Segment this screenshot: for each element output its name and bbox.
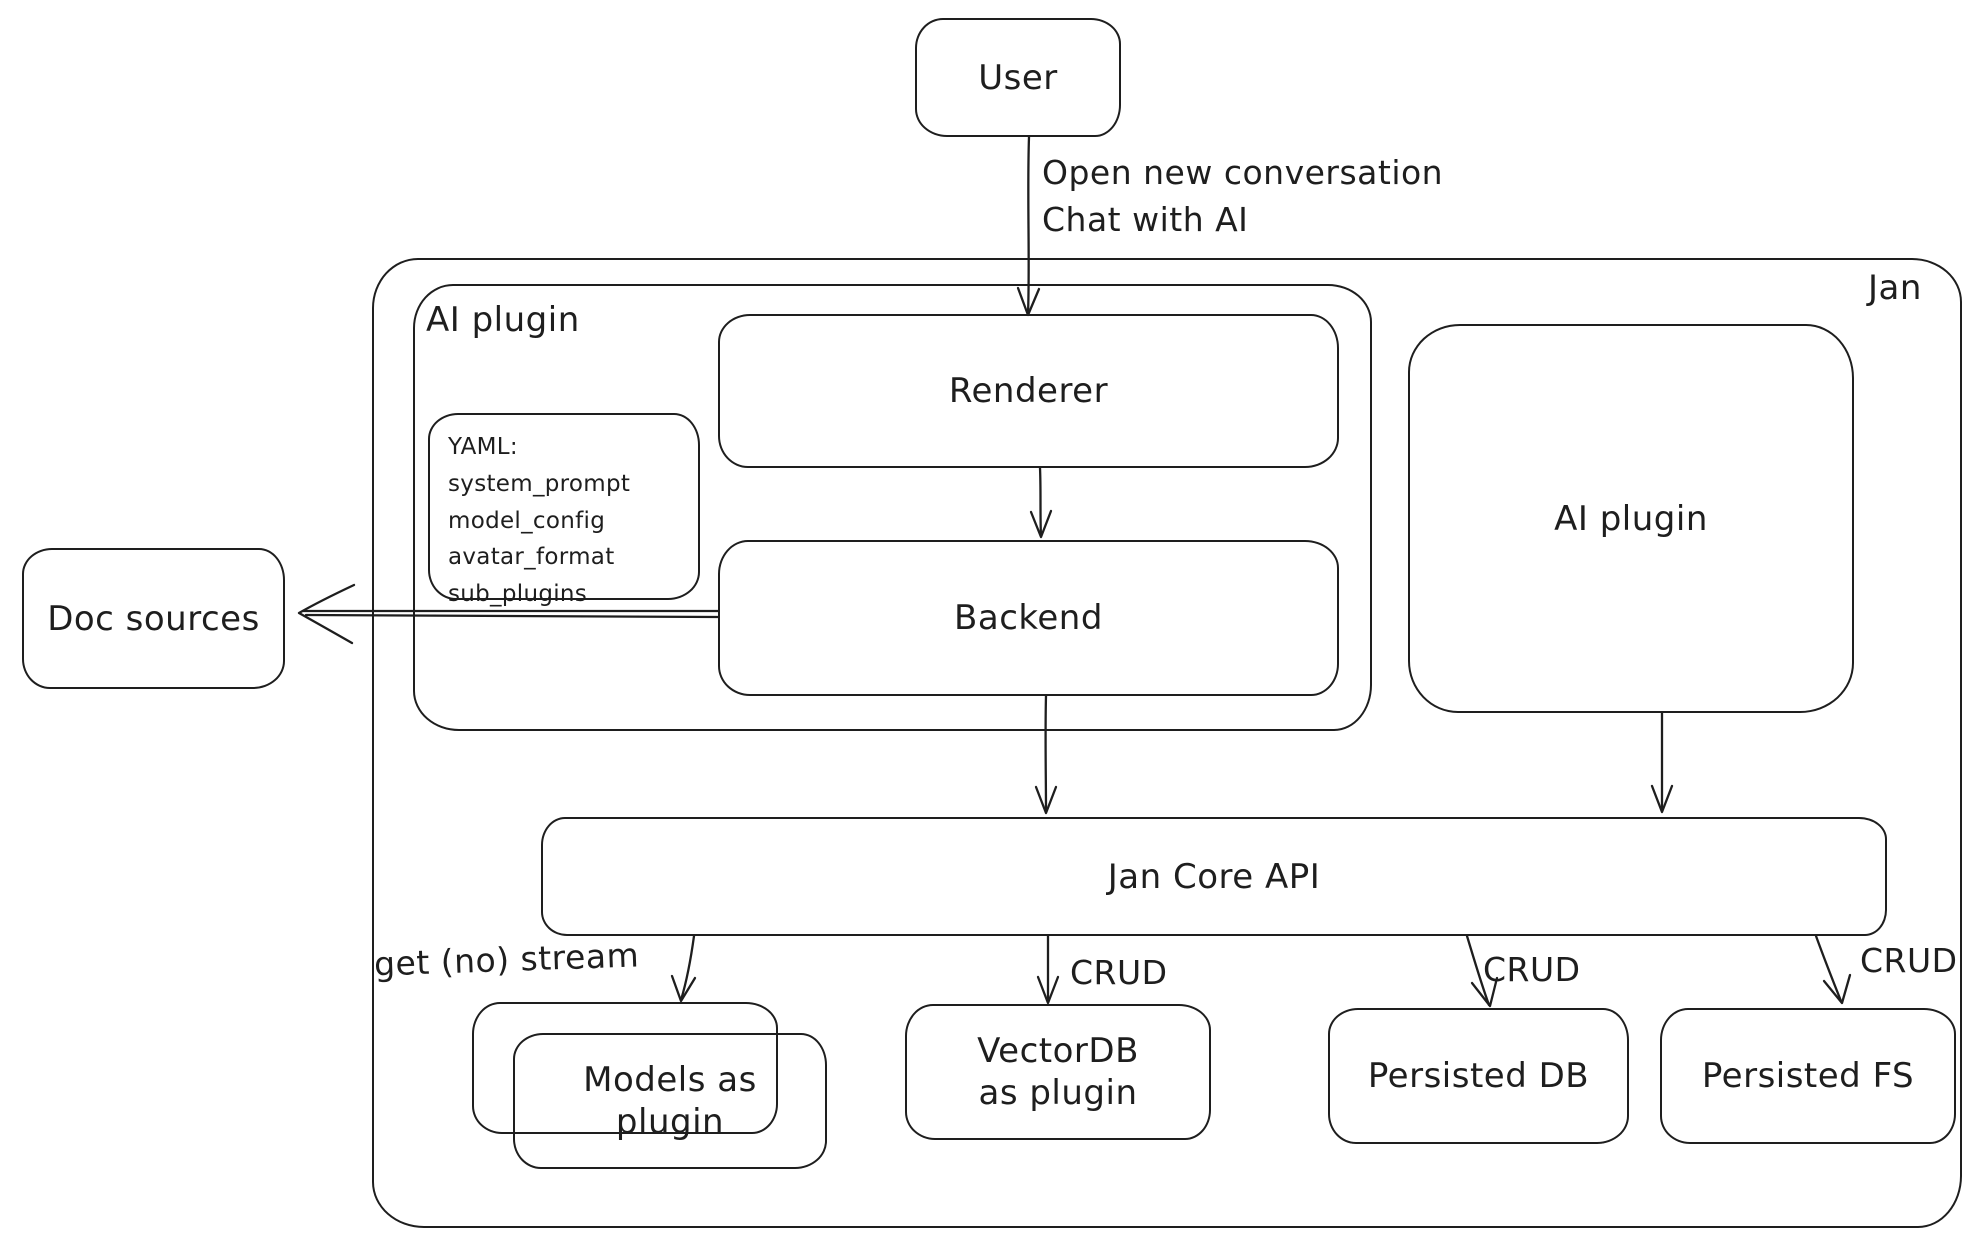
vectordb-plugin-node: VectorDB as plugin	[905, 1004, 1211, 1140]
edge-label-crud-persisted-fs: CRUD	[1860, 941, 1958, 980]
arrowhead-backend-to-docsources	[297, 583, 356, 645]
ai-plugin-right-node: AI plugin	[1408, 324, 1854, 713]
backend-node: Backend	[718, 540, 1339, 696]
user-node-label: User	[978, 57, 1058, 98]
arrowhead-core-to-models	[670, 974, 697, 1003]
jan-container-label: Jan	[1868, 268, 1922, 308]
edge-core-to-models	[679, 934, 696, 1002]
persisted-db-node-label: Persisted DB	[1367, 1056, 1590, 1096]
edge-core-to-persisteddb	[1465, 934, 1491, 1007]
ai-plugin-right-node-label: AI plugin	[1554, 498, 1708, 539]
edge-renderer-to-backend	[1038, 466, 1043, 538]
models-plugin-node-back	[472, 1002, 778, 1134]
edge-label-crud-vectordb: CRUD	[1070, 953, 1168, 992]
doc-sources-node-label: Doc sources	[47, 598, 260, 639]
arrowhead-backend-to-core	[1034, 785, 1058, 815]
renderer-node-label: Renderer	[948, 371, 1109, 411]
vectordb-plugin-node-label: VectorDB as plugin	[977, 1030, 1139, 1114]
jan-core-api-node-label: Jan Core API	[1107, 856, 1321, 897]
user-node: User	[915, 18, 1121, 137]
models-plugin-node-label: Models as plugin	[583, 1059, 757, 1143]
arrowhead-core-to-persistedfs	[1822, 973, 1852, 1005]
models-plugin-node: Models as plugin	[513, 1033, 827, 1169]
jan-container	[372, 258, 1962, 1228]
arrowhead-core-to-vectordb	[1036, 975, 1060, 1005]
edge-backend-to-docsources-2	[304, 613, 720, 619]
renderer-node: Renderer	[718, 314, 1339, 468]
ai-plugin-group-container	[413, 284, 1372, 731]
arrowhead-aiplugin-to-core	[1650, 784, 1674, 814]
doc-sources-node: Doc sources	[22, 548, 285, 689]
ai-plugin-group-label: AI plugin	[426, 300, 580, 340]
yaml-note: YAML: system_prompt model_config avatar_…	[428, 413, 700, 607]
arrowhead-renderer-to-backend	[1029, 509, 1053, 539]
edge-label-user-flow: Open new conversation Chat with AI	[1042, 153, 1444, 239]
jan-core-api-node: Jan Core API	[541, 817, 1887, 936]
edge-label-crud-persisted-db: CRUD	[1483, 950, 1581, 989]
arrowhead-core-to-persisteddb	[1470, 976, 1499, 1008]
edge-core-to-persistedfs	[1814, 934, 1843, 1003]
backend-node-label: Backend	[954, 598, 1103, 638]
yaml-note-text: YAML: system_prompt model_config avatar_…	[448, 434, 631, 608]
edge-user-to-renderer	[1026, 135, 1031, 316]
persisted-fs-node: Persisted FS	[1660, 1008, 1956, 1144]
persisted-fs-node-label: Persisted FS	[1701, 1056, 1915, 1096]
persisted-db-node: Persisted DB	[1328, 1008, 1629, 1144]
